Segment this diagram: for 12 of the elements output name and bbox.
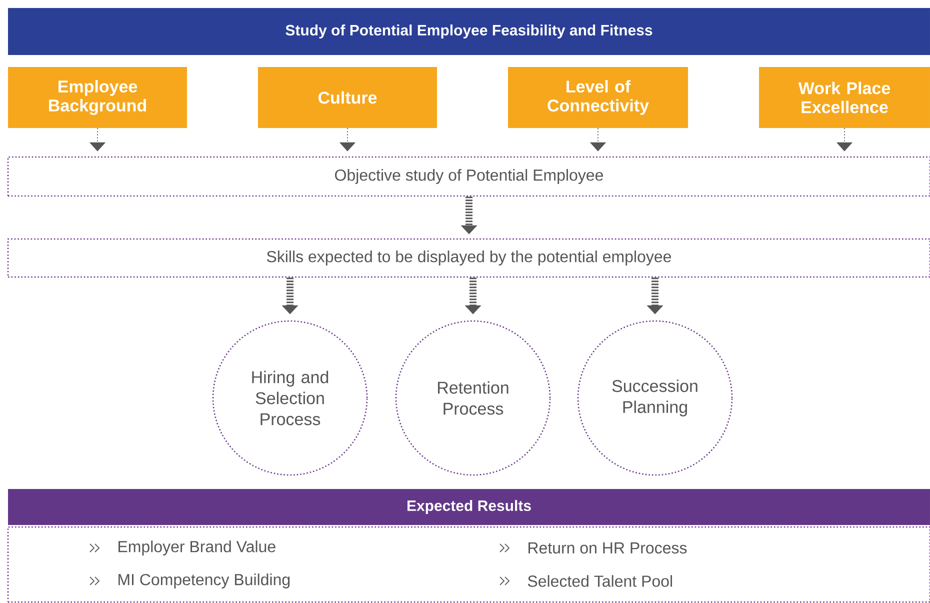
header-band: Study of Potential Employee Feasibility and Fitness — [8, 8, 930, 55]
header-band: Expected Results — [8, 489, 930, 525]
category-box: Level of Connectivity — [508, 67, 688, 128]
study-box: Objective study of Potential Employee — [7, 156, 930, 197]
category-box: Employee Background — [8, 67, 187, 128]
list-item: MI Competency Building — [118, 574, 290, 588]
category-box: Work Place Excellence — [759, 67, 930, 128]
list-item: Return on HR Process — [528, 542, 687, 554]
list-item: Selected Talent Pool — [528, 575, 672, 587]
category-box: Culture — [258, 67, 437, 128]
study-box: Skills expected to be displayed by the potential employee — [7, 238, 930, 278]
list-item: Employer Brand Value — [118, 540, 276, 556]
